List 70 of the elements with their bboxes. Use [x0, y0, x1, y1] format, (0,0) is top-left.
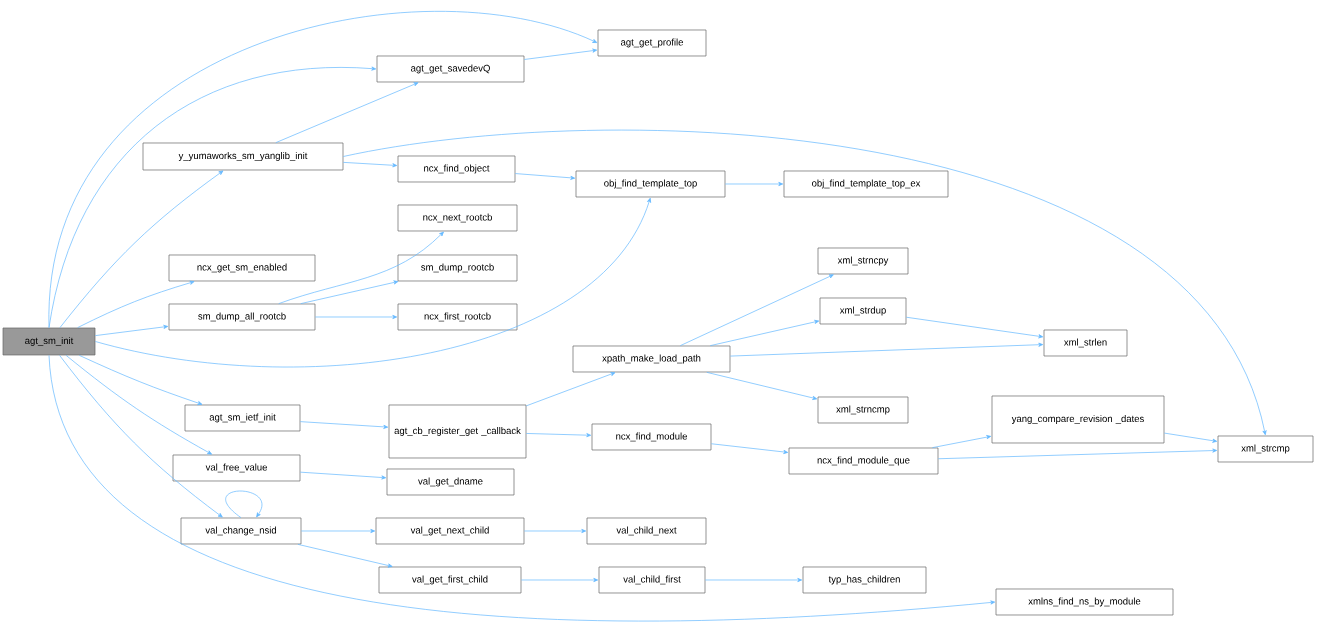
- arrow: [297, 544, 393, 568]
- arrow: [725, 181, 784, 187]
- arrow: [300, 280, 399, 304]
- function-box: agt_get_profile: [597, 29, 707, 57]
- arrow: [1164, 432, 1218, 443]
- arrow: [343, 162, 398, 168]
- arrow: [711, 443, 789, 454]
- function-box: val_child_next: [586, 517, 707, 545]
- function-box: obj_find_template_top_ex: [783, 170, 949, 198]
- function-box: ncx_get_sm_enabled: [168, 254, 316, 282]
- function-box: val_get_next_child: [375, 517, 525, 545]
- function-box: ncx_find_module_que: [788, 447, 939, 475]
- function-box: xmlns_find_ns_by_module: [995, 588, 1174, 616]
- function-box: xml_strlen: [1043, 329, 1128, 357]
- function-box: val_free_value: [172, 454, 301, 482]
- arrow: [315, 314, 398, 320]
- arrow: [278, 231, 444, 304]
- arrow: [300, 471, 387, 480]
- arrow: [906, 316, 1044, 339]
- function-box: agt_sm_ietf_init: [184, 404, 301, 432]
- arrow: [521, 577, 599, 583]
- function-box: xml_strdup: [819, 297, 907, 325]
- arrow: [524, 48, 598, 60]
- arrow: [95, 197, 651, 367]
- arrow: [275, 82, 419, 143]
- function-box: typ_has_children: [802, 566, 927, 594]
- function-box: sm_dump_all_rootcb: [168, 303, 316, 331]
- arrow: [706, 372, 818, 400]
- arrow: [709, 319, 820, 346]
- arrow: [77, 280, 195, 328]
- arrow: [524, 528, 587, 534]
- arrow: [526, 433, 592, 438]
- function-box: agt_get_savedevQ: [376, 55, 525, 83]
- arrow: [48, 355, 996, 622]
- arrow: [48, 11, 598, 328]
- arrow: [300, 421, 389, 429]
- function-box: xml_strncmp: [817, 396, 909, 424]
- function-box: agt_cb_register_get _callback: [388, 404, 527, 459]
- function-box: ncx_first_rootcb: [397, 303, 518, 331]
- function-box: xpath_make_load_path: [572, 345, 731, 373]
- function-box: xml_strcmp: [1217, 435, 1314, 463]
- arrow: [48, 66, 377, 328]
- arrow: [59, 170, 224, 328]
- arrow: [938, 448, 1218, 460]
- function-box: agt_sm_init: [2, 327, 96, 356]
- function-box: obj_find_template_top: [575, 170, 726, 198]
- function-box: ncx_find_object: [397, 155, 516, 183]
- arrow: [526, 372, 616, 407]
- arrow: [515, 173, 576, 180]
- arrow: [730, 342, 1044, 357]
- arrow: [932, 435, 992, 448]
- arrow: [679, 274, 834, 346]
- arrow: [78, 355, 203, 405]
- function-box: val_child_first: [598, 566, 706, 594]
- function-box: val_change_nsid: [180, 517, 302, 545]
- arrow: [59, 355, 223, 518]
- function-box: yang_compare_revision _dates: [991, 395, 1165, 444]
- function-box: ncx_next_rootcb: [397, 204, 518, 232]
- arrow: [301, 528, 376, 534]
- function-box: sm_dump_rootcb: [397, 254, 518, 282]
- function-box: val_get_first_child: [378, 566, 522, 594]
- arrow: [705, 577, 803, 583]
- function-box: xml_strncpy: [817, 247, 909, 275]
- arrow: [65, 355, 212, 455]
- function-box: ncx_find_module: [591, 423, 712, 451]
- arrow: [343, 130, 1267, 436]
- arrow: [225, 490, 263, 518]
- function-box: val_get_dname: [386, 468, 515, 496]
- arrow: [95, 324, 169, 336]
- function-box: y_yumaworks_sm_yanglib_init: [142, 142, 344, 171]
